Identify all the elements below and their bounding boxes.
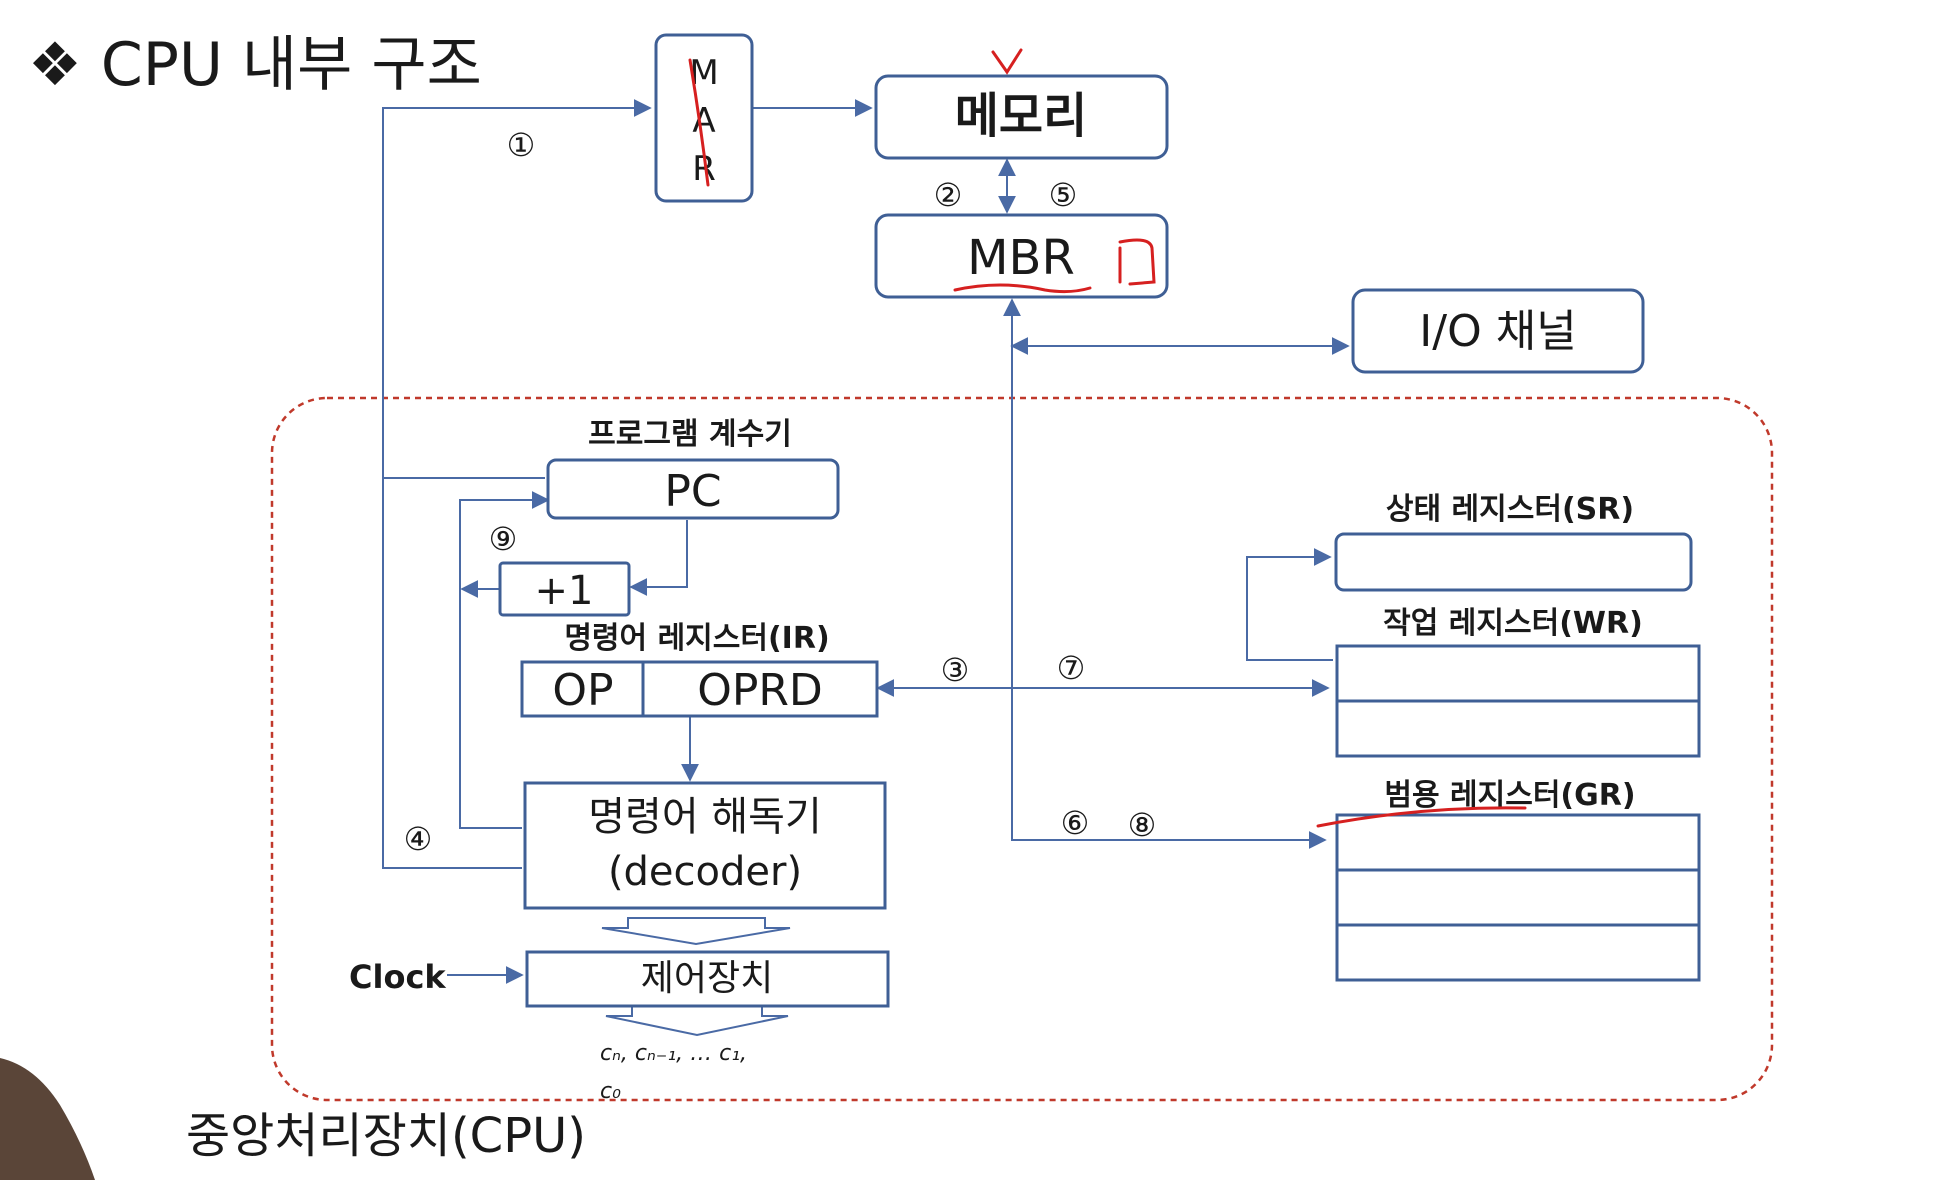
- presenter-silhouette: [0, 1058, 95, 1180]
- step-6-label: ⑥: [1061, 804, 1090, 842]
- control-unit-label: 제어장치: [641, 958, 773, 999]
- step-5-label: ⑤: [1049, 176, 1078, 214]
- ir-oprd-field: OPRD: [697, 665, 823, 716]
- cpu-label: 중앙처리장치(CPU): [186, 1108, 586, 1164]
- control-signals-label-2: c₀: [600, 1079, 621, 1104]
- work-register: [1335, 644, 1701, 758]
- control-output-arrow: [605, 1004, 789, 1037]
- connection-lines: [382, 99, 1350, 984]
- mar-register: M A R: [654, 33, 754, 203]
- io-channel-label: I/O 채널: [1419, 306, 1576, 357]
- mbr-register: MBR: [874, 213, 1169, 299]
- general-register: [1335, 813, 1701, 982]
- decoder-label-line2: (decoder): [608, 849, 802, 895]
- pc-label: PC: [664, 466, 721, 517]
- step-3-label: ③: [941, 651, 970, 689]
- instruction-decoder: 명령어 해독기 (decoder): [523, 781, 887, 910]
- step-7-label: ⑦: [1057, 649, 1086, 687]
- mar-letter-r: R: [692, 149, 716, 189]
- program-counter: PC: [546, 458, 840, 520]
- step-1-label: ①: [507, 126, 536, 164]
- ir-caption: 명령어 레지스터(IR): [564, 621, 829, 656]
- wr-caption: 작업 레지스터(WR): [1383, 606, 1643, 641]
- step-9-label: ⑨: [489, 520, 518, 558]
- memory-label: 메모리: [955, 88, 1087, 144]
- ir-op-field: OP: [552, 665, 613, 716]
- control-signals-label: cₙ, cₙ₋₁, … c₁,: [600, 1041, 747, 1066]
- step-8-label: ⑧: [1128, 806, 1157, 844]
- incrementer-label: +1: [535, 568, 594, 614]
- step-4-label: ④: [404, 820, 433, 858]
- red-pen-annotations: [688, 48, 1527, 828]
- io-channel-box: I/O 채널: [1351, 288, 1645, 374]
- decoder-label-line1: 명령어 해독기: [588, 794, 822, 840]
- mar-letter-a: A: [692, 101, 715, 141]
- sr-caption: 상태 레지스터(SR): [1386, 492, 1634, 527]
- pc-caption: 프로그램 계수기: [588, 417, 792, 452]
- incrementer-box: +1: [498, 561, 631, 617]
- memory-box: 메모리: [874, 74, 1169, 160]
- status-register: [1334, 532, 1693, 592]
- control-unit: 제어장치: [525, 950, 890, 1008]
- instruction-register: OP OPRD: [520, 660, 879, 718]
- step-2-label: ②: [934, 176, 963, 214]
- mbr-label: MBR: [967, 230, 1075, 286]
- clock-label: Clock: [349, 958, 446, 996]
- decoder-to-control-arrow: [601, 917, 791, 946]
- page-title: ❖ CPU 내부 구조: [28, 30, 482, 100]
